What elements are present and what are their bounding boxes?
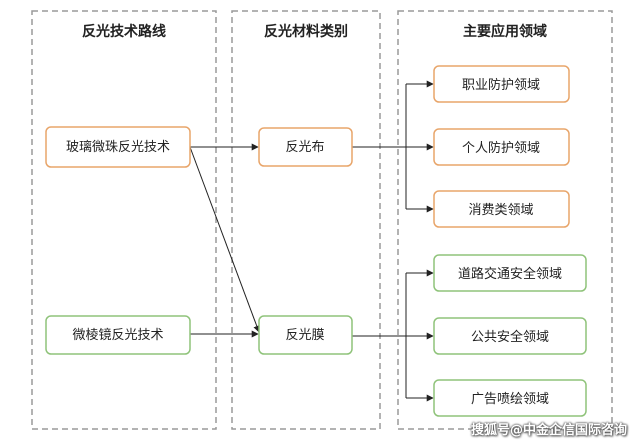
node-reflective-cloth	[258, 127, 353, 167]
node-micro-prism	[45, 315, 191, 355]
node-micro-prism-label: 微棱镜反光技术	[72, 327, 163, 343]
node-personal-protection	[433, 128, 570, 166]
node-glass-bead	[45, 126, 191, 168]
application-column-frame	[397, 10, 613, 430]
tech-column-title: 反光技术路线	[82, 23, 166, 40]
node-consumer-label: 消费类领域	[468, 203, 533, 218]
node-reflective-cloth-label: 反光布	[285, 140, 324, 155]
node-reflective-film	[258, 315, 353, 355]
node-road-traffic	[433, 254, 587, 292]
node-occupational-protection	[433, 65, 570, 103]
material-column-frame	[231, 10, 381, 430]
node-public-safety	[433, 317, 587, 355]
node-occupational-protection-label: 职业防护领域	[462, 77, 540, 93]
material-column-title: 反光材料类别	[264, 23, 348, 40]
tech-column-frame	[31, 10, 217, 430]
node-reflective-film-label: 反光膜	[285, 328, 324, 343]
connector-glass-to-film	[189, 146, 261, 333]
node-personal-protection-label: 个人防护领域	[462, 140, 540, 156]
node-public-safety-label: 公共安全领域	[471, 329, 549, 345]
node-advertising-print-label: 广告喷绘领域	[471, 392, 549, 407]
node-glass-bead-label: 玻璃微珠反光技术	[66, 140, 170, 155]
node-consumer	[433, 190, 570, 228]
node-road-traffic-label: 道路交通安全领域	[458, 266, 562, 282]
application-column-title: 主要应用领域	[463, 23, 547, 40]
watermark: 搜狐号@中金企信国际咨询	[470, 423, 627, 438]
node-advertising-print	[433, 379, 587, 417]
